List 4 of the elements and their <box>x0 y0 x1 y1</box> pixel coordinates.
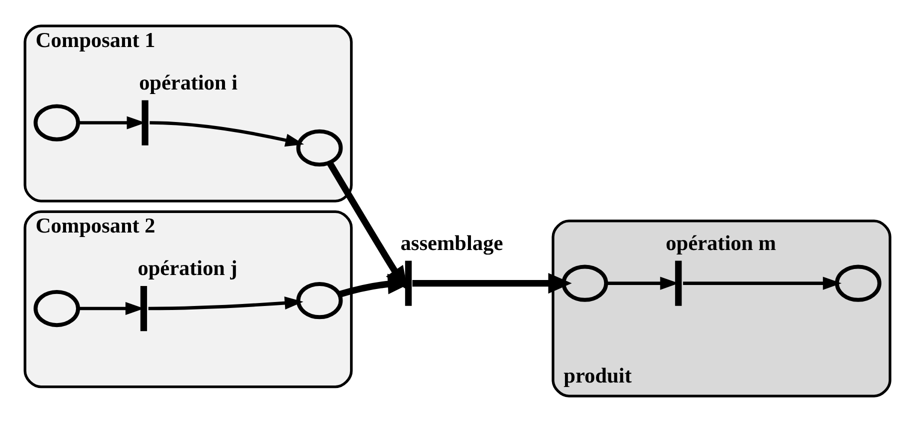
node-label: opération i <box>139 70 238 94</box>
node-label: opération j <box>138 256 238 280</box>
node-label: assemblage <box>400 230 504 255</box>
node-label: opération m <box>666 230 776 255</box>
